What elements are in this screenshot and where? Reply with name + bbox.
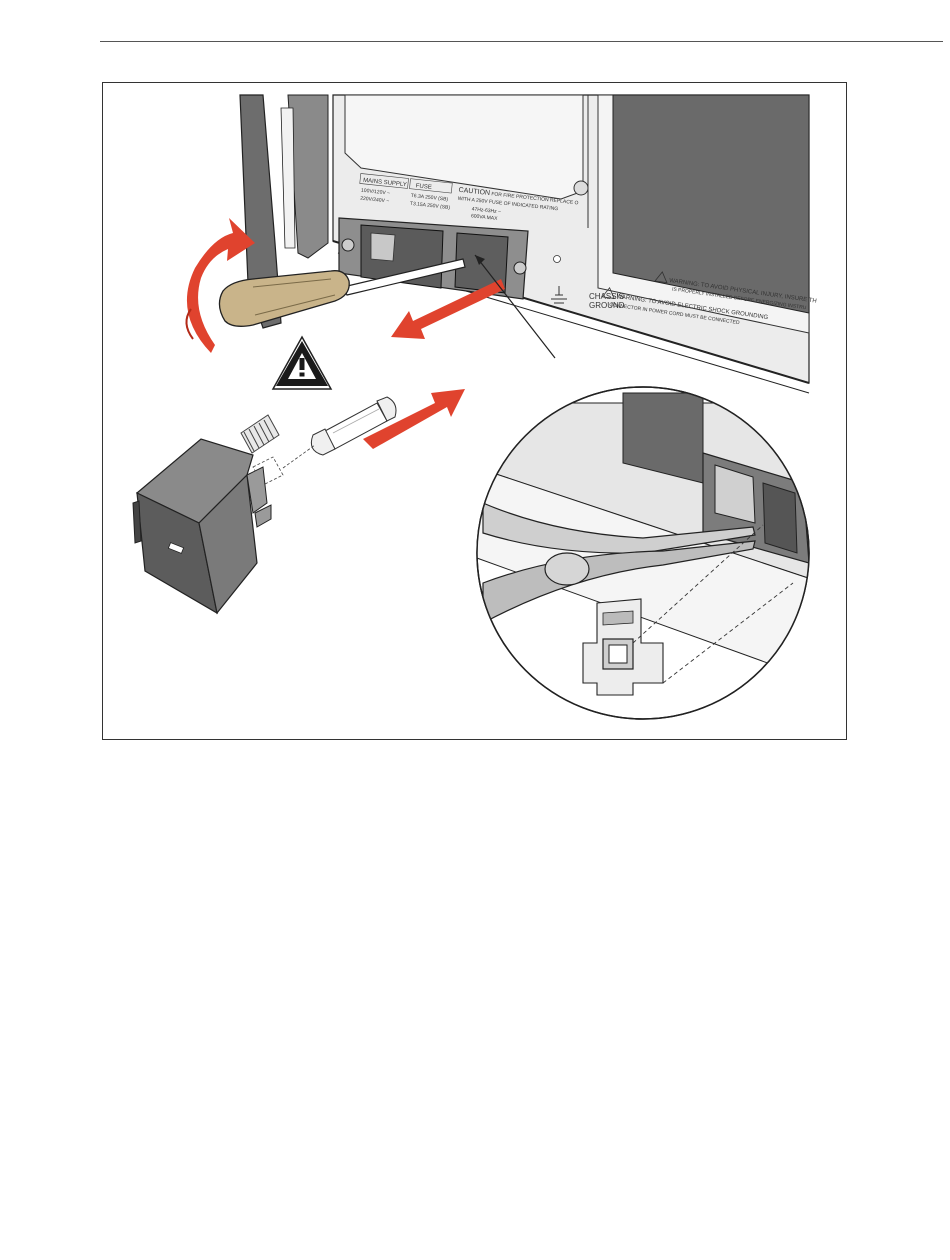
screwdriver-handle	[218, 270, 350, 327]
glass-fuse	[310, 396, 397, 456]
caution-triangle-icon	[271, 335, 333, 390]
mains-supply-label: MAINS SUPPLY	[363, 178, 407, 189]
voltage-row-1: 100V/120V ~	[361, 188, 391, 197]
warning-triangle-small-icon-2	[601, 286, 615, 299]
chassis-ground-marking: CHASSIS GROUND	[551, 286, 625, 310]
voltage-row-2: 220V/240V ~	[360, 196, 390, 205]
fuse-rating-2: T3.15A 250V (SB)	[410, 201, 451, 211]
ground-symbol-icon	[551, 286, 567, 304]
pliers-lower-jaw	[482, 540, 756, 624]
right-module-dark	[612, 94, 810, 314]
pliers-upper-jaw	[482, 502, 756, 554]
rotation-arrow	[185, 218, 255, 353]
figure-frame: MAINS SUPPLY FUSE 100V/120V ~ T6.3A 250V…	[102, 82, 847, 740]
chassis-label-line-2: GROUND	[589, 301, 625, 310]
pull-out-arrow	[391, 279, 505, 339]
spring-coil	[240, 414, 280, 454]
power-label: 600VA MAX	[471, 213, 499, 222]
panel-labels: MAINS SUPPLY FUSE 100V/120V ~ T6.3A 250V…	[359, 173, 579, 222]
fuse-label: FUSE	[415, 183, 432, 191]
magnified-detail	[476, 386, 810, 720]
fuse-holder-cap	[132, 414, 316, 615]
fuse-rating-1: T6.3A 250V (SB)	[410, 193, 448, 203]
instrument-rear-panel	[239, 94, 810, 394]
warning-triangle-small-icon	[654, 271, 668, 284]
frequency-label: 47Hz-63Hz ~	[471, 206, 501, 215]
fuse-clip-detail	[582, 598, 664, 696]
screwdriver	[218, 258, 466, 327]
callout-leader-line	[474, 254, 556, 359]
pliers-pivot	[544, 552, 590, 586]
insert-arrow	[363, 389, 465, 449]
chassis-label-line-1: CHASSIS	[589, 292, 624, 301]
caution-title: CAUTION	[458, 187, 490, 197]
header-rule	[100, 41, 943, 42]
